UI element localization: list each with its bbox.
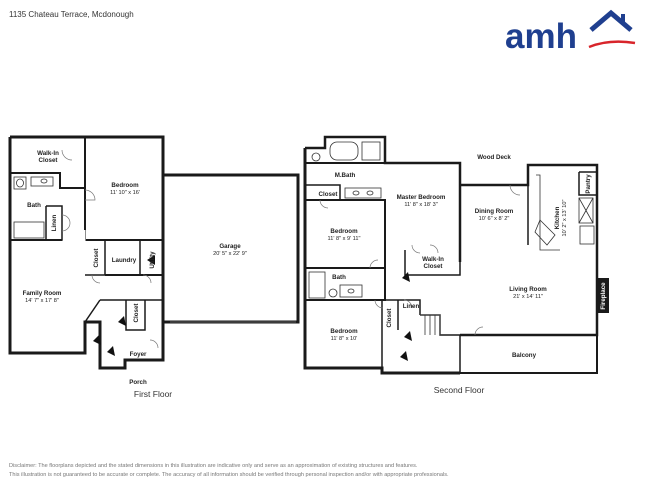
room-living-room: Living Room [509, 286, 547, 293]
room-closet-4: Closet [386, 309, 393, 328]
first-floor-stair-arrows [93, 255, 155, 356]
fireplace-box [597, 278, 609, 313]
second-floor-doors [319, 184, 521, 336]
room-laundry: Laundry [112, 257, 137, 264]
room-walk-in-closet-1: Walk-In [37, 150, 59, 157]
room-walk-in-closet-1-line2: Closet [39, 157, 58, 164]
room-linen-1: Linen [51, 215, 58, 232]
room-linen-2: Linen [403, 303, 420, 310]
first-floor-walls [8, 135, 300, 370]
room-utility: Utility [149, 251, 156, 269]
room-bedroom-1-dims: 11' 10" x 16' [110, 190, 140, 196]
room-bath-2: Bath [332, 274, 346, 281]
room-walk-in-closet-2: Walk-In [422, 256, 444, 263]
first-floor-doors [61, 149, 159, 349]
second-floor-labels: M.Bath Wood Deck Closet Master Bedroom 1… [319, 154, 607, 395]
room-bedroom-1: Bedroom [111, 182, 139, 189]
room-porch: Porch [129, 379, 147, 386]
room-foyer: Foyer [130, 351, 147, 358]
second-floor-stair-arrows [400, 272, 412, 361]
room-closet-2: Closet [133, 304, 140, 323]
room-living-room-dims: 21' x 14' 11" [513, 294, 543, 300]
room-balcony: Balcony [512, 352, 537, 359]
amh-logo: amh [505, 9, 636, 52]
first-floor-label: First Floor [134, 389, 172, 399]
room-m-bath: M.Bath [335, 172, 356, 179]
room-walk-in-closet-2-line2: Closet [424, 263, 443, 270]
room-family-room-dims: 14' 7" x 17' 8" [25, 298, 59, 304]
property-address: 1135 Chateau Terrace, Mcdonough [9, 10, 134, 19]
room-bedroom-3-dims: 11' 8" x 10' [331, 336, 358, 342]
room-master-bedroom-dims: 11' 8" x 18' 3" [404, 202, 437, 208]
room-bedroom-2-dims: 11' 8" x 9' 11" [328, 236, 361, 242]
room-kitchen: Kitchen [554, 206, 561, 229]
disclaimer-line-2: This illustration is not guaranteed to b… [9, 472, 449, 478]
room-master-bedroom: Master Bedroom [397, 194, 446, 201]
room-family-room: Family Room [23, 290, 62, 297]
room-dining-room-dims: 10' 6" x 8' 2" [479, 216, 510, 222]
room-garage-dims: 20' 5" x 22' 9" [213, 251, 247, 257]
room-bedroom-3: Bedroom [330, 328, 358, 335]
room-garage: Garage [219, 243, 241, 250]
second-floor-fixtures [308, 141, 595, 335]
room-fireplace: Fireplace [600, 282, 607, 310]
disclaimer: Disclaimer: The floorplans depicted and … [9, 462, 639, 480]
room-pantry: Pantry [585, 174, 592, 194]
second-floor-label: Second Floor [434, 385, 485, 395]
room-wood-deck: Wood Deck [477, 154, 511, 161]
first-floor-fixtures [13, 176, 296, 323]
room-bedroom-2: Bedroom [330, 228, 358, 235]
disclaimer-line-1: Disclaimer: The floorplans depicted and … [9, 463, 418, 469]
room-closet-3: Closet [319, 191, 338, 198]
room-kitchen-dims: 10' 2" x 13' 10" [562, 200, 568, 237]
first-floor-labels: Walk-In Closet Bedroom 11' 10" x 16' Bat… [23, 150, 247, 399]
room-closet-1: Closet [93, 249, 100, 268]
room-bath-1: Bath [27, 202, 41, 209]
house-roof-icon [588, 9, 636, 49]
amh-logo-text: amh [505, 17, 577, 52]
room-dining-room: Dining Room [475, 208, 514, 215]
